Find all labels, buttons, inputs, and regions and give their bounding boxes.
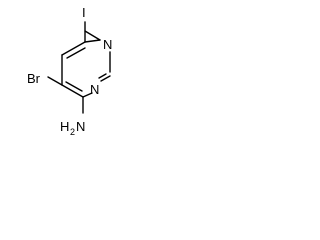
bond-c4-c5: [61, 84, 84, 98]
bond-c2-n3-double: [98, 73, 107, 79]
bond-c-bromine: [47, 76, 63, 86]
amine-h-label: H: [60, 119, 69, 134]
bond-c2-n3: [100, 75, 111, 82]
bond-c6-top: [61, 41, 86, 56]
structure-canvas: I Br N N H 2 N: [0, 0, 138, 157]
iodine-atom-label: I: [82, 5, 86, 20]
bond-c4-c5-double: [65, 81, 83, 92]
pyrimidine-structure-diagram: I Br N N H 2 N: [27, 5, 112, 137]
bond-n3-c4: [82, 92, 93, 98]
bond-c6-n1: [84, 30, 101, 41]
nitrogen-top-atom-label: N: [103, 37, 112, 52]
amine-subscript-label: 2: [70, 127, 75, 137]
bond-top-n1: [84, 39, 101, 43]
bond-c6-n1-double: [66, 47, 86, 59]
amine-n-label: N: [76, 119, 85, 134]
nitrogen-bottom-atom-label: N: [90, 82, 99, 97]
bromine-atom-label: Br: [27, 71, 41, 86]
